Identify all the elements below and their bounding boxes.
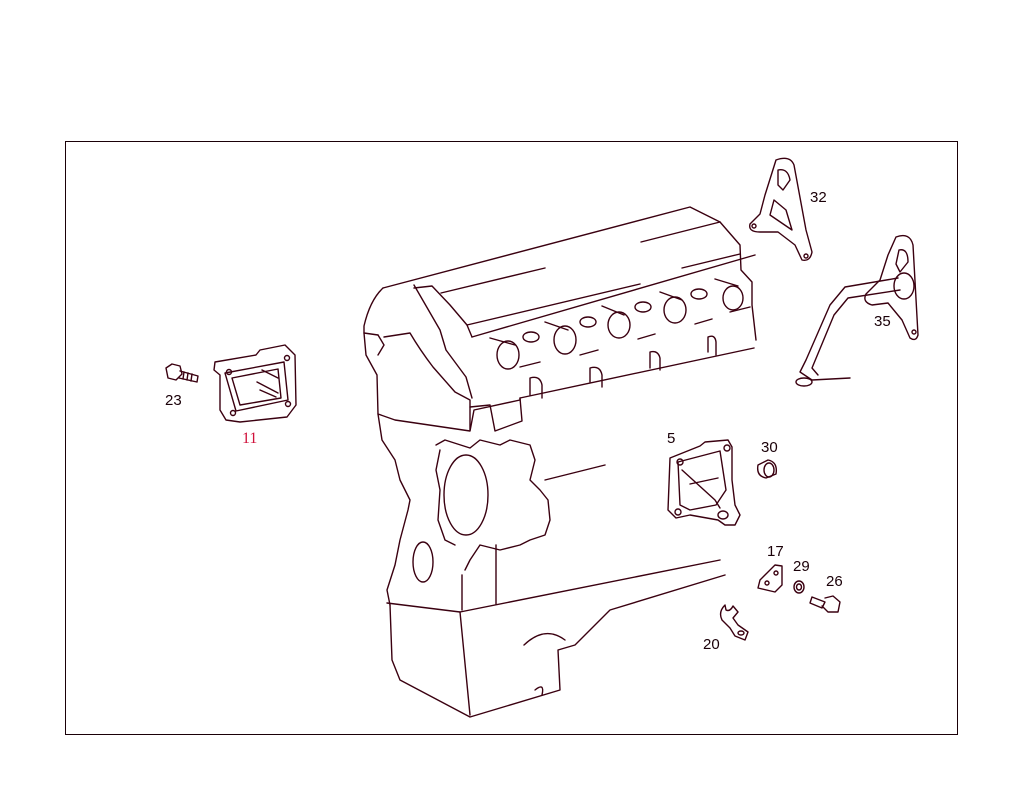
callout-26[interactable]: 26: [826, 573, 843, 590]
callout-32[interactable]: 32: [810, 189, 827, 206]
part-30-bushing[interactable]: [756, 459, 778, 479]
callout-30[interactable]: 30: [761, 439, 778, 456]
callout-17[interactable]: 17: [767, 543, 784, 560]
part-23-bolt[interactable]: [165, 363, 199, 383]
callout-35[interactable]: 35: [874, 313, 891, 330]
diagram-frame: [65, 141, 958, 735]
callout-5[interactable]: 5: [667, 430, 676, 447]
part-5-cover[interactable]: [667, 439, 741, 526]
callout-23[interactable]: 23: [165, 392, 182, 409]
callout-20[interactable]: 20: [703, 636, 720, 653]
part-32-bracket[interactable]: [749, 157, 813, 262]
part-20-clip[interactable]: [719, 604, 749, 641]
engine-block: [363, 206, 757, 718]
part-11-cover[interactable]: [213, 344, 297, 423]
callout-11[interactable]: 11: [242, 430, 258, 447]
cylinder-ports: [489, 278, 751, 399]
part-26-bolt[interactable]: [809, 595, 841, 613]
part-35-bracket[interactable]: [795, 234, 919, 387]
part-17-bracket[interactable]: [757, 564, 783, 593]
callout-29[interactable]: 29: [793, 558, 810, 575]
part-29-washer[interactable]: [793, 580, 805, 594]
